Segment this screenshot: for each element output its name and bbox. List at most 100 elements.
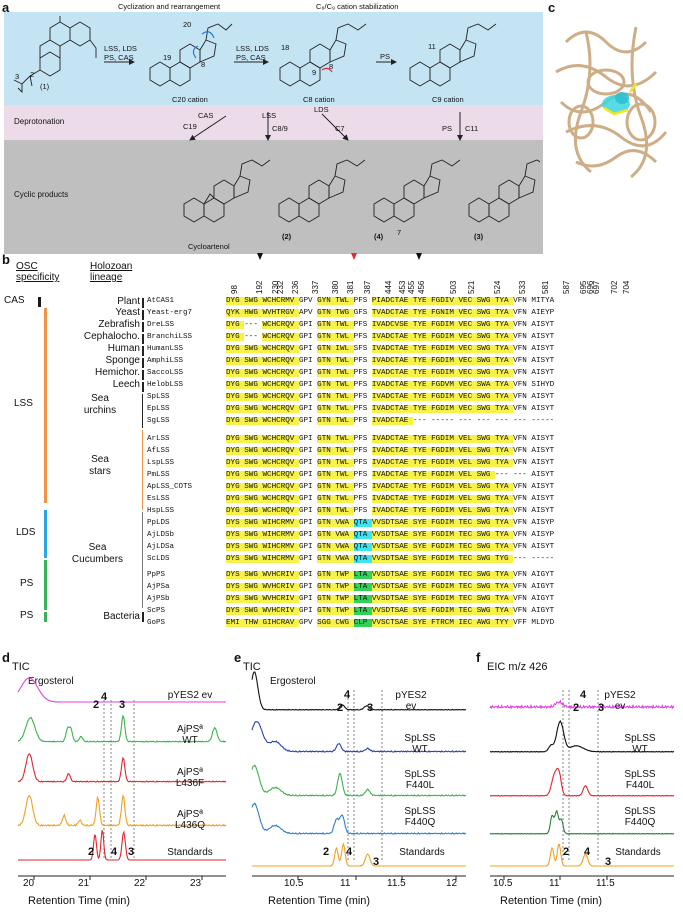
sequence-name: SpLSS [147, 393, 170, 401]
lineage-bar [142, 298, 144, 308]
sequence-name: ApLSS_COTS [147, 483, 193, 491]
sequence-row: DYG SWG WCHCRQV GPI GTN TWL PFS IVADCTAE… [226, 495, 555, 503]
lineage-cephalocho: Cephalocho. [83, 331, 140, 342]
deprotonation-band [4, 105, 543, 140]
f-trace-label-1: SpLSS WT [624, 733, 656, 755]
panel-e-ergosterol-label: Ergosterol [270, 676, 316, 687]
sequence-row: DYG SWG WCHCRQV GPI GTN TWL PFS IVADCTAE… [226, 447, 555, 455]
d-trace-label-2: AjPSª L436F [175, 767, 205, 789]
cyclization-band [4, 12, 543, 105]
c20-cation-structure [149, 23, 233, 87]
sequence-name: HelobLSS [147, 381, 184, 389]
sequence-name: GoPS [147, 619, 166, 627]
e-trace-label-2: SpLSS F440L [404, 769, 436, 791]
atom-7-label: 7 [397, 228, 402, 237]
sequence-name: AjLDSb [147, 531, 175, 539]
d-std-peak-3: 3 [128, 846, 135, 858]
position-header: 581 [541, 280, 550, 294]
sequence-name: HumanLSS [147, 345, 184, 353]
c8-cation-structure [279, 23, 367, 87]
sequence-row: DYG SWG WCHCRQV GPI GTN TWL PFS IVADCTAE… [226, 483, 555, 491]
spec-lss: LSS [14, 398, 33, 409]
lineage-sponge: Sponge [105, 355, 140, 366]
lineage-yeast: Yeast [115, 307, 140, 318]
chart-e [251, 671, 467, 880]
chromatogram-trace [17, 752, 227, 783]
position-header: 98 [230, 285, 239, 294]
sequence-row: DYG SWG WCHCRQV GPI GTN TWL PFS IVADCTAE… [226, 417, 555, 425]
atom-8b-label: 8 [329, 62, 334, 71]
lds-label: LDS [314, 105, 329, 114]
lss-label: LSS [262, 111, 277, 120]
position-header: 232 [276, 280, 285, 294]
chromatogram-trace [251, 764, 467, 797]
sequence-row: DYG --- WCHCRQV GPI GTN TWL PFS IVADCTAE… [226, 333, 555, 341]
position-header: 521 [467, 280, 476, 294]
chromatogram-trace [251, 671, 467, 711]
sequence-row: DYG SWG WCHCRQV GPI GTN TWL PFS IVADCTAE… [226, 381, 555, 389]
f-trace-label-4: Standards [615, 847, 661, 858]
position-markers [257, 253, 422, 260]
lineage-sea-stars: Sea stars [89, 454, 111, 477]
sequence-row: DYS SWG WVHCRIV GPI GTN TWP LTA VVSDTSAE… [226, 583, 555, 591]
panel-d-ergosterol-label: Ergosterol [28, 676, 74, 687]
position-header: 387 [363, 280, 372, 294]
lineage-plant: Plant [117, 296, 140, 307]
cas-bar [38, 297, 41, 307]
c9-cation-label: C9 cation [432, 95, 464, 104]
lineage-bar [142, 310, 144, 320]
e-trace-label-1: SpLSS WT [404, 733, 436, 755]
sequence-row: DYG SWG WCHCRQV GPI GTN TWL PFS IVADCTAE… [226, 405, 555, 413]
position-header: 524 [493, 280, 502, 294]
enzymes-step1: LSS, LDS PS, CAS [104, 44, 137, 62]
sequence-name: LspLSS [147, 459, 175, 467]
sequence-row: DYG SWG WCHCRQV GPI GTN TWL PFS IVADCTAE… [226, 369, 555, 377]
d-peak-3-label: 3 [119, 699, 126, 711]
e-trace-label-0: pYES2 ev [395, 690, 427, 712]
lineage-bar [142, 370, 144, 380]
protein-structure-image [555, 26, 668, 179]
ps-bacteria-bar [44, 612, 47, 622]
chromatogram-trace [489, 767, 675, 797]
lss-bar [44, 308, 47, 503]
d-xlabel: Retention Time (min) [28, 895, 131, 907]
holozoan-lineage-header: Holozoan lineage [90, 261, 133, 283]
ps-label: PS [442, 124, 453, 133]
sequence-name: DreLSS [147, 321, 175, 329]
sequence-name: AfLSS [147, 447, 170, 455]
e-tick-11: 11 [340, 878, 351, 889]
d-tick-21: 21 [78, 878, 90, 889]
position-header: 704 [622, 280, 631, 294]
position-header: 236 [291, 280, 300, 294]
sequence-row: DYG SWG WCHCRQV GPI GTN TWL PFS IVADCTAE… [226, 435, 555, 443]
e-tick-105: 10.5 [284, 878, 304, 889]
chromatogram-trace [17, 714, 227, 743]
product-3-label: (3) [474, 232, 484, 241]
lineage-bar [142, 612, 144, 622]
position-header: 381 [346, 280, 355, 294]
position-header: 533 [518, 280, 527, 294]
sequence-row: DYG SWG WCHCRQV GPI GTN IWL SFS IVADCTAE… [226, 345, 555, 353]
sequence-name: PpPS [147, 571, 166, 579]
sequence-row: DYG SWG WCHCRMV GPV GYN TWL PFS PIADCTAE… [226, 297, 555, 305]
sequence-row: DYS SWG WVHCRIV GPI GTN TWP LTA VVSDTSAE… [226, 571, 555, 579]
atom-9-label: 9 [312, 68, 317, 77]
f-trace-label-0: pYES2 ev [604, 690, 636, 712]
c89-label: C8/9 [272, 124, 288, 133]
enzymes-step3: PS [380, 52, 391, 61]
position-header: 456 [417, 280, 426, 294]
d-trace-label-0: pYES2 ev [167, 690, 213, 701]
d-tick-23: 23 [190, 878, 202, 889]
sequence-row: DYG SWG WCHCRQV GPI GTN TWL PFS IVADCTAE… [226, 459, 555, 467]
f-tick-115: 11.5 [596, 878, 615, 889]
chromatogram-trace [489, 699, 675, 710]
e-peak-4-label: 4 [344, 689, 351, 701]
sequence-row: DYS SWG WVHCRIV GPI GTN TWP LTA VVSDTSAE… [226, 595, 555, 603]
ps-bar [44, 560, 47, 610]
c9-cation-structure [409, 23, 497, 87]
f-tick-11: 11 [549, 878, 560, 889]
sequence-name: BranchiLSS [147, 333, 193, 341]
sequence-row: DYS SWG WIHCRMV GPI GTN VWA QTA VVSDTSAE… [226, 531, 555, 539]
sequence-name: HspLSS [147, 507, 175, 515]
spec-ps: PS [20, 578, 34, 589]
